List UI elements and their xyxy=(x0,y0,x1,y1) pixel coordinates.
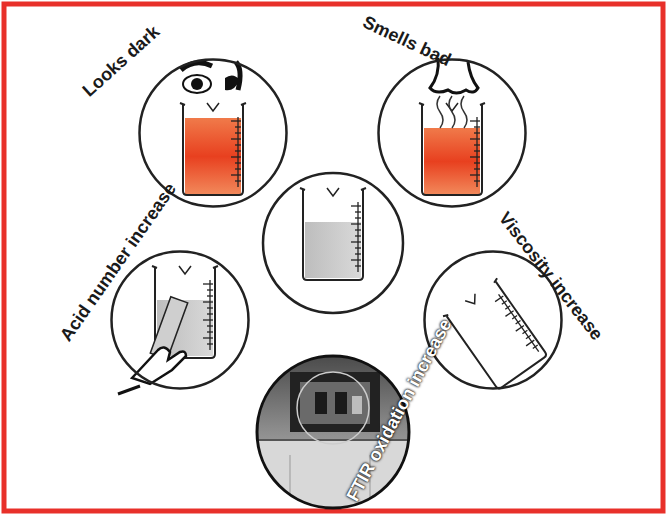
circle-node: FTIR oxidation increase xyxy=(257,356,409,508)
circle-node: Smells bad xyxy=(377,58,527,208)
circle-node: Acid number increase xyxy=(110,250,250,390)
circle-outline xyxy=(377,58,527,208)
circle-heading: Acid number increase xyxy=(57,180,180,344)
circle-outline xyxy=(379,60,526,207)
circle-heading: Smells bad xyxy=(360,13,454,69)
circle-outline xyxy=(110,250,250,390)
circle-heading: FTIR oxidation increase xyxy=(343,316,454,504)
circle-outline xyxy=(112,252,249,389)
circle-heading: Looks dark xyxy=(79,22,162,100)
circle-heading: Viscosity increase xyxy=(496,209,607,344)
